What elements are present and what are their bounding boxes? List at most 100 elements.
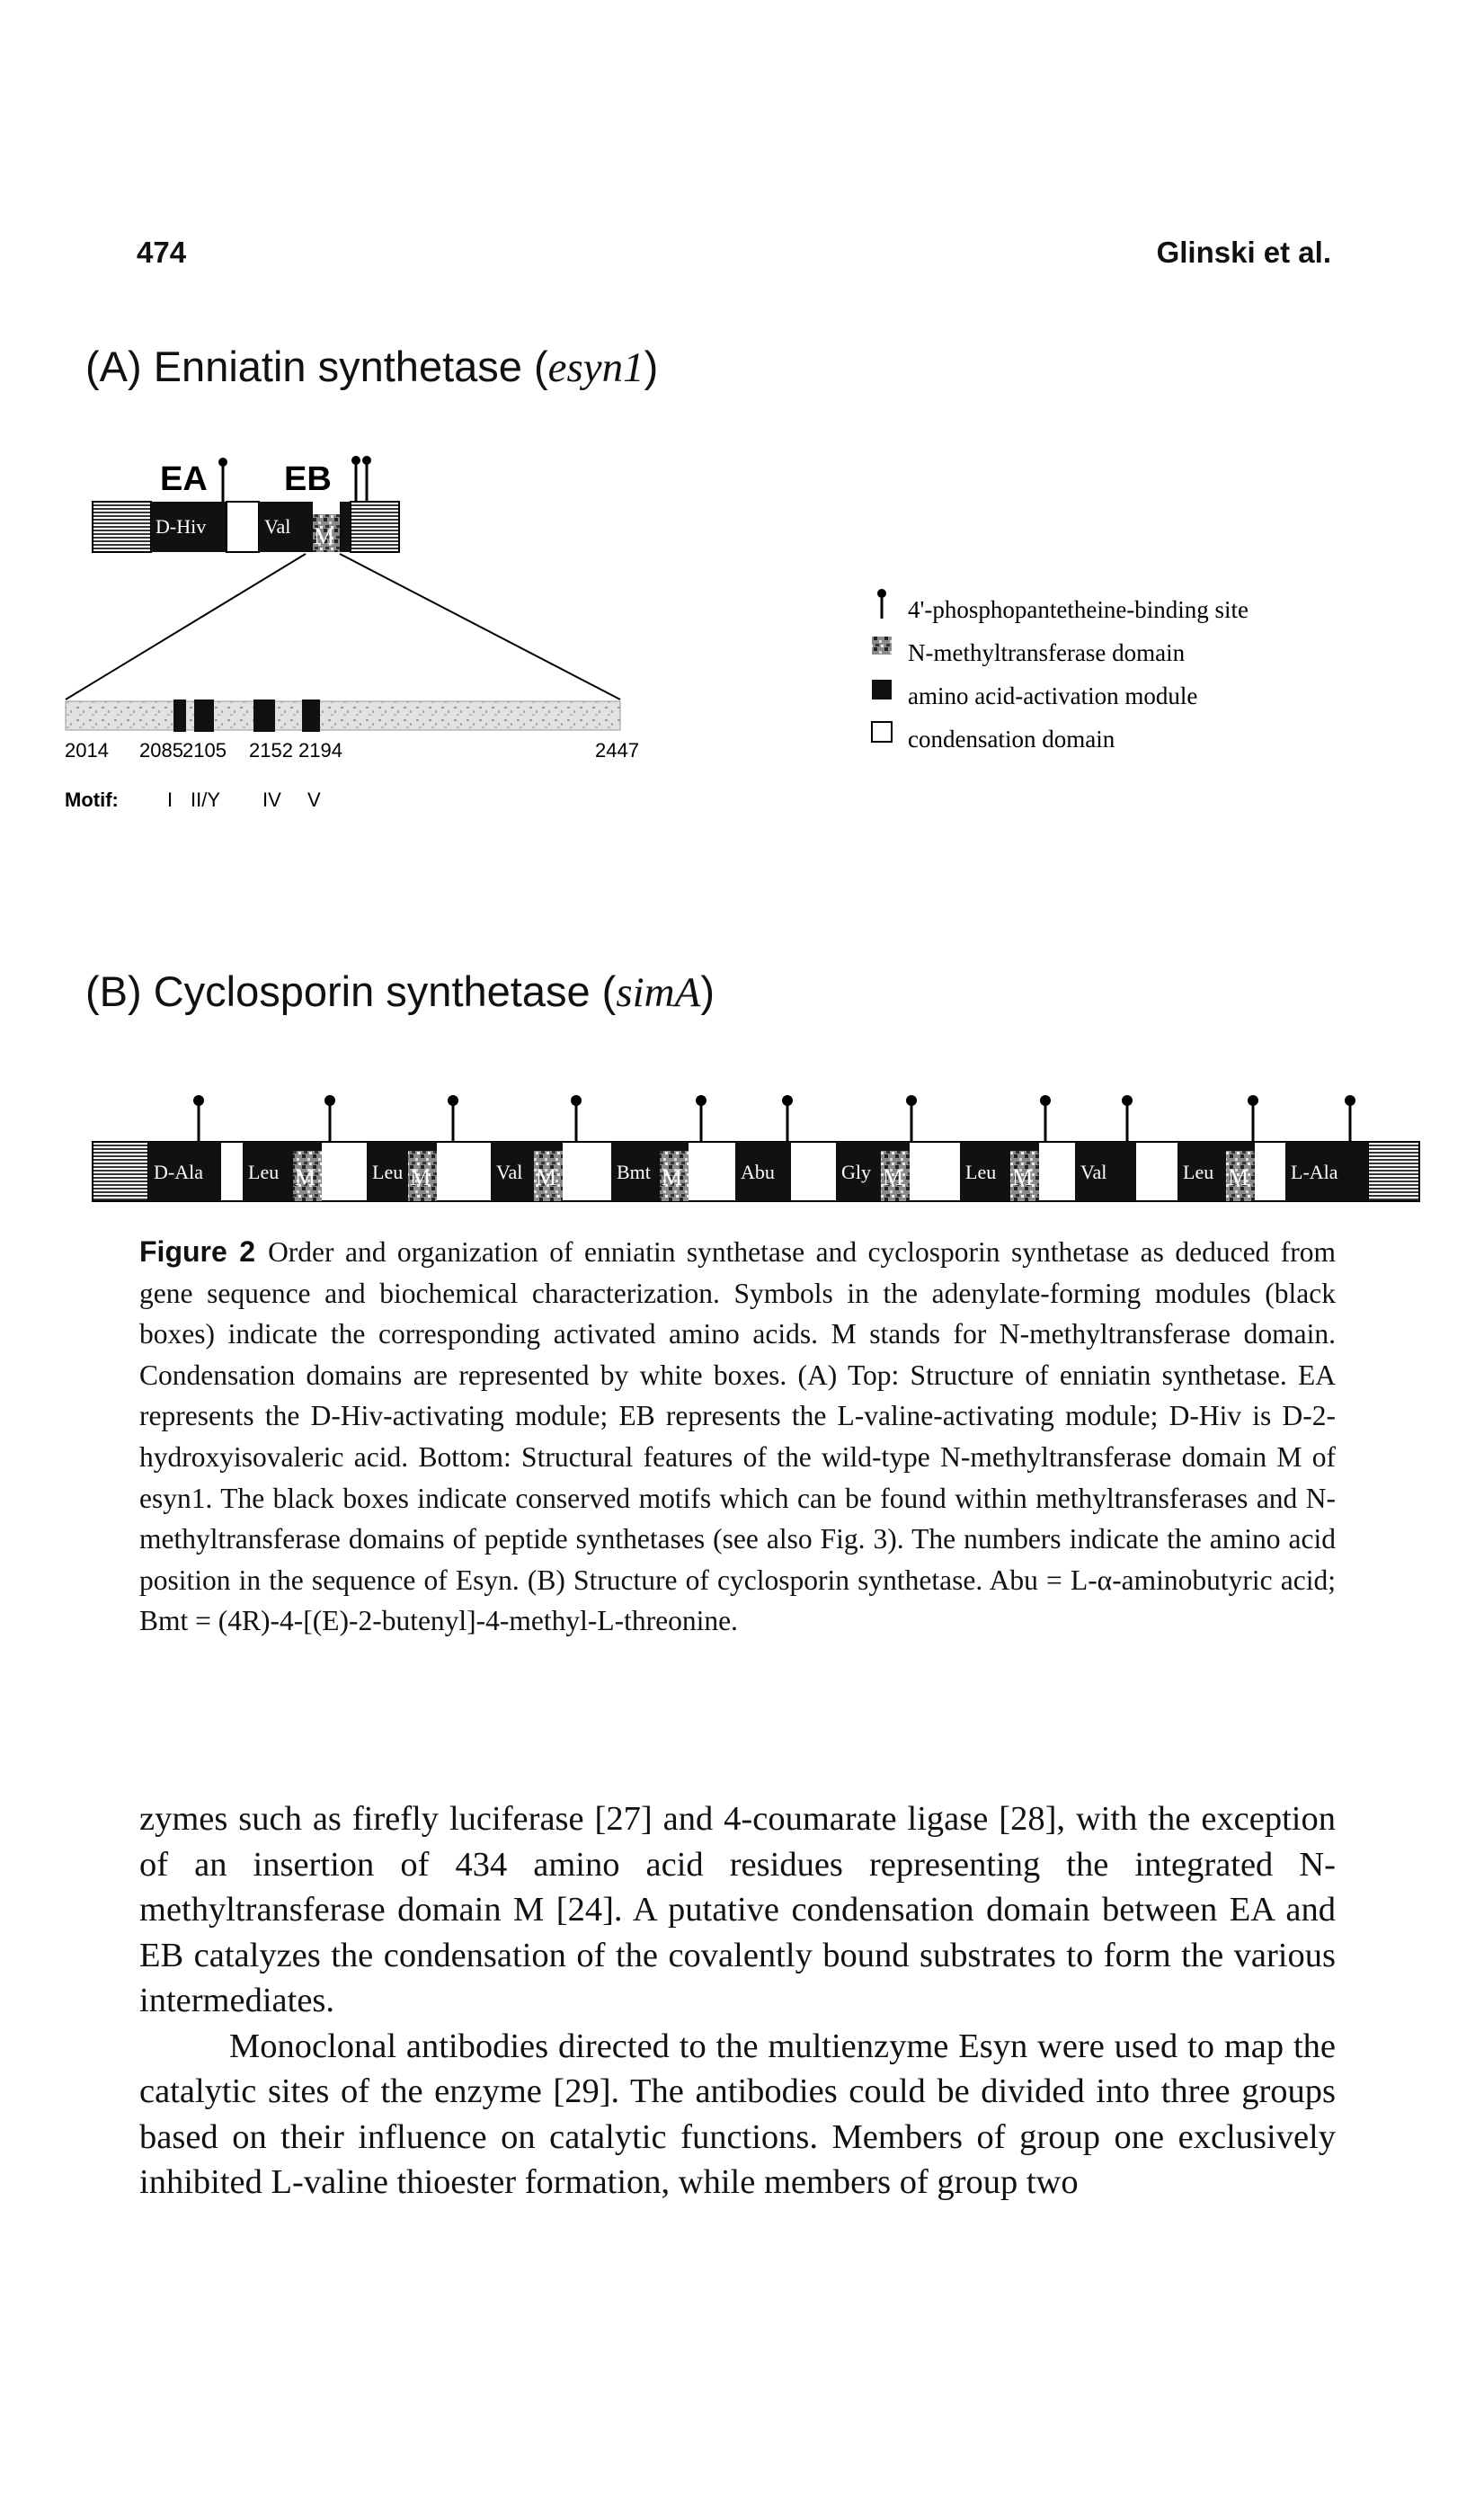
end-stripe-block [1367,1141,1420,1202]
m-domain-expanded [65,699,621,732]
pin-head [193,1095,204,1106]
end-stripe-block [350,501,400,553]
pin-head [218,458,227,467]
pin-head [906,1095,917,1106]
figure-2-diagram: D-Hiv Val M EA EB 2014 2085 2105 2152 21… [65,456,1420,1202]
d-hiv-label: D-Hiv [156,515,206,538]
m-domain [408,1151,437,1201]
eb-label: EB [284,460,332,498]
legend-phosphopantetheine-label: 4'-phosphopantetheine-binding site [908,596,1249,623]
pin-head [1122,1095,1133,1106]
m-domain [293,1151,322,1201]
ea-label: EA [160,460,208,498]
m-domain-bar [65,700,621,731]
section-b-title: (B) Cyclosporin synthetase (simA) [85,967,715,1017]
legend-activation-icon [872,680,892,699]
m-domain-label: M [883,1164,903,1190]
section-b-title-text: (B) Cyclosporin synthetase ( [85,967,617,1015]
m-domain-label: M [1012,1164,1033,1190]
section-b-gene-name: simA [616,969,701,1016]
motif-v: V [307,789,321,811]
module-d-ala [148,1142,221,1201]
val-label: Val [264,515,290,538]
phosphopantetheine-pins-a [218,456,371,502]
expansion-line-right [339,553,621,700]
m-domain [1010,1151,1039,1201]
legend-condensation-icon [871,721,893,743]
pin-head [571,1095,582,1106]
pin-head [448,1095,458,1106]
figure-caption-text: Order and organization of enniatin synth… [139,1236,1336,1637]
module-val [1075,1142,1136,1201]
module-label: Val [1080,1161,1106,1183]
m-domain-label: M [536,1164,556,1190]
body-paragraph-2: Monoclonal antibodies directed to the mu… [139,2027,1336,2202]
module-label: Leu [1183,1161,1213,1183]
legend-methyltransferase-icon [872,637,892,655]
module-label: Bmt [617,1161,651,1183]
position-2152: 2152 [249,739,293,762]
esyn1-module-bar: D-Hiv Val M [92,501,400,553]
position-2105: 2105 [182,739,227,762]
section-a-title-close: ) [644,343,659,390]
m-domain [881,1151,910,1201]
motif-box [302,699,320,732]
body-paragraph-1: zymes such as firefly luciferase [27] an… [139,1800,1336,2019]
legend-activation-label: amino acid-activation module [908,682,1197,709]
legend: 4'-phosphopantetheine-binding site N-met… [871,589,1249,753]
section-a-title-text: (A) Enniatin synthetase ( [85,343,548,390]
motif-i: I [167,789,173,811]
figure-label: Figure 2 [139,1235,256,1268]
running-header-author: Glinski et al. [1156,236,1331,269]
motif-row-label: Motif: [65,789,119,811]
pin-head [1040,1095,1051,1106]
m-domain-label: M [314,523,334,549]
m-domain [1226,1151,1255,1201]
pin-head [782,1095,793,1106]
m-domain-label: M [410,1164,431,1190]
condensation-domain [226,501,260,553]
start-stripe-block [92,501,152,553]
module-abu [735,1142,791,1201]
expansion-line-left [65,553,307,700]
page-number: 474 [137,236,187,269]
module-label: Abu [741,1161,775,1183]
d-hiv-module [151,502,227,552]
m-domain [660,1151,689,1201]
position-2194: 2194 [298,739,342,762]
legend-pin-icon-head [877,589,886,598]
position-2447: 2447 [595,739,639,762]
module-l-ala [1285,1142,1368,1201]
section-b-title-close: ) [700,967,715,1015]
pin-head [324,1095,335,1106]
module-label: D-Ala [154,1161,203,1183]
pin-head [351,456,360,465]
motif-box [173,699,186,732]
motif-ii-y: II/Y [191,789,220,811]
body-text: zymes such as firefly luciferase [27] an… [139,1796,1336,2205]
position-2085: 2085 [139,739,183,762]
pin-head [696,1095,706,1106]
module-label: Leu [372,1161,403,1183]
module-label: Val [496,1161,522,1183]
m-domain-label: M [1228,1164,1249,1190]
module-label: Gly [841,1161,871,1183]
section-a-title: (A) Enniatin synthetase (esyn1) [85,342,658,392]
motif-box [194,699,214,732]
motif-box [253,699,275,732]
pin-head [362,456,371,465]
te-block [340,502,351,552]
m-domain [534,1151,563,1201]
pin-head [1248,1095,1258,1106]
position-2014: 2014 [65,739,109,762]
module-label: L-Ala [1291,1161,1338,1183]
start-stripe-block [92,1141,149,1202]
legend-condensation-label: condensation domain [908,726,1115,753]
pin-head [1345,1095,1355,1106]
m-domain [313,514,340,552]
m-domain-label: M [662,1164,682,1190]
legend-methyltransferase-label: N-methyltransferase domain [908,639,1186,666]
module-label: Leu [248,1161,279,1183]
